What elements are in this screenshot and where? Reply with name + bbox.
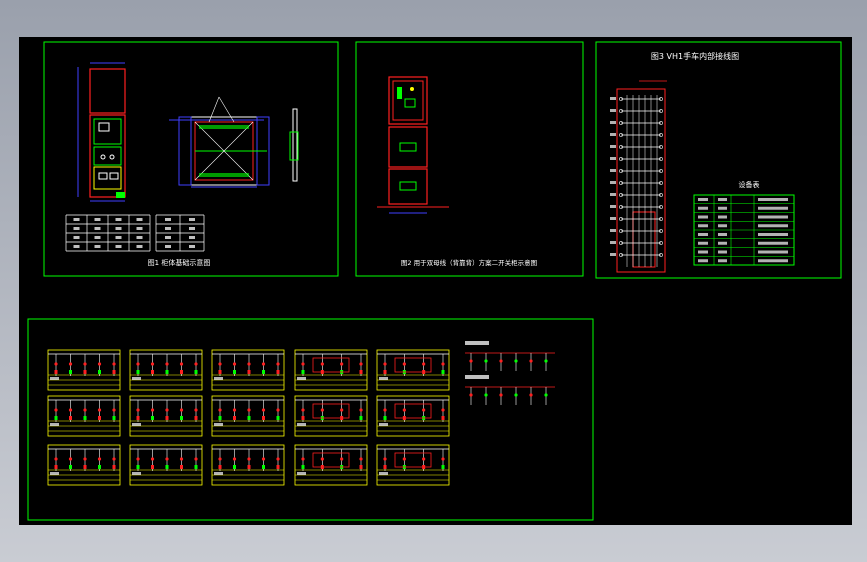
panel3-title: 图3 VH1手车内部接线图	[651, 51, 739, 61]
scheme-block	[294, 349, 368, 391]
panel-circuit-schemes	[27, 318, 594, 521]
panel2-caption: 图2 用于双母线（背靠背）方案二开关柜示意图	[401, 258, 537, 267]
scheme-blocks	[47, 349, 450, 486]
scheme-block	[129, 444, 203, 486]
cabinet-elevation	[77, 62, 126, 202]
cabinet-side-profile	[289, 108, 299, 182]
panel1-caption: 图1 柜体基础示意图	[148, 258, 211, 267]
wiring-diagram	[610, 80, 667, 273]
switchgear-front-view	[377, 76, 449, 214]
scheme-block	[294, 444, 368, 486]
scheme-block	[211, 395, 285, 437]
scheme-block	[376, 395, 450, 437]
panel2-border	[355, 41, 584, 277]
dimension-table-1	[65, 214, 151, 252]
equipment-table-title: 设备表	[739, 180, 760, 189]
scheme-block	[47, 395, 121, 437]
scheme-block	[129, 349, 203, 391]
panel3-border	[595, 41, 842, 279]
cabinet-plan-view	[169, 96, 270, 188]
dimension-table-2	[155, 214, 205, 252]
scheme-extras	[465, 341, 555, 405]
cad-drawing: 图1 柜体基础示意图 图2 用于双母线（背靠背）方案二开关柜示意图 图3 VH1…	[27, 41, 842, 521]
scheme-block	[211, 444, 285, 486]
scheme-block	[376, 349, 450, 391]
scheme-block	[47, 444, 121, 486]
scheme-block	[47, 349, 121, 391]
scheme-block	[294, 395, 368, 437]
cad-drawing-canvas[interactable]: 图1 柜体基础示意图 图2 用于双母线（背靠背）方案二开关柜示意图 图3 VH1…	[19, 37, 852, 525]
panel-handcart-wiring: 图3 VH1手车内部接线图 设备表	[595, 41, 842, 279]
panel-double-busbar-switchgear: 图2 用于双母线（背靠背）方案二开关柜示意图	[355, 41, 584, 277]
scheme-block	[211, 349, 285, 391]
panel1-border	[43, 41, 339, 277]
equipment-table	[693, 194, 795, 266]
panel4-border	[27, 318, 594, 521]
scheme-block	[376, 444, 450, 486]
panel-cabinet-foundation: 图1 柜体基础示意图	[43, 41, 339, 277]
scheme-block	[129, 395, 203, 437]
